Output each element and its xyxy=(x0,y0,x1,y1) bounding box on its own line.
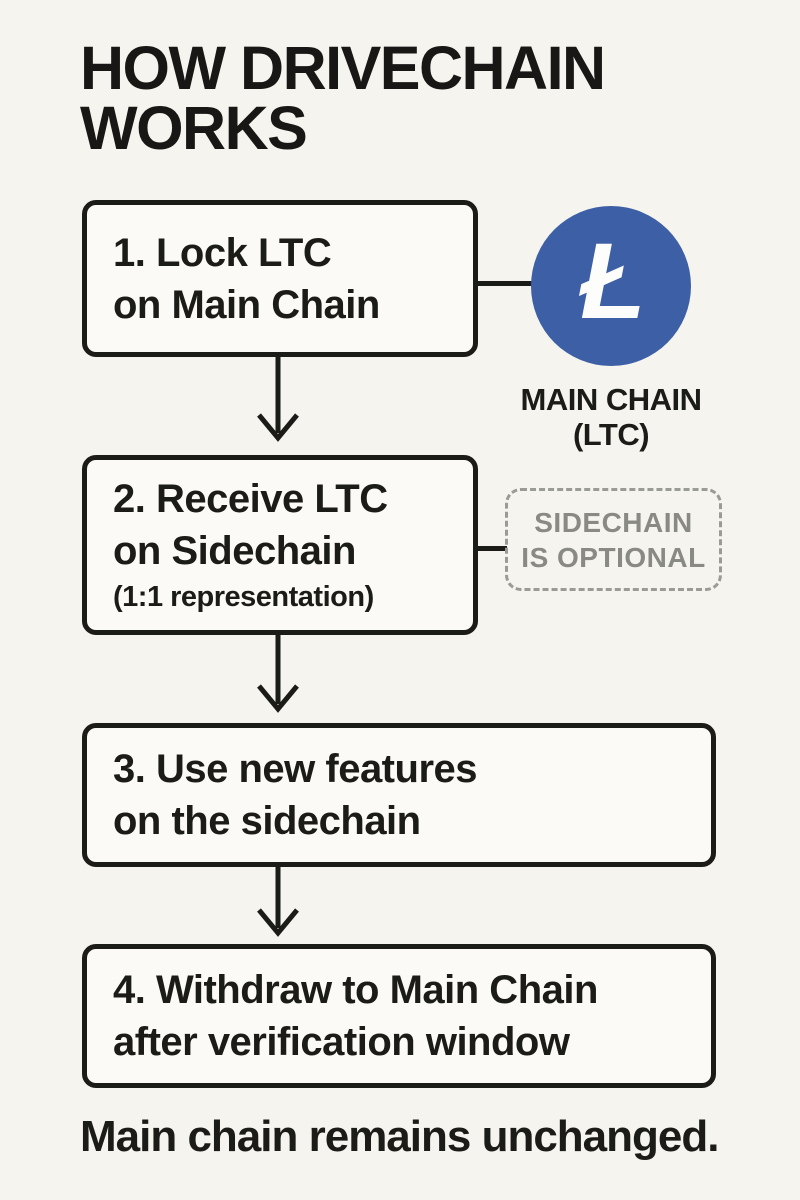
step-4-line2: after verification window xyxy=(113,1020,570,1064)
step-4-line1: 4. Withdraw to Main Chain xyxy=(113,968,598,1012)
step-3-line2: on the sidechain xyxy=(113,799,421,843)
litecoin-glyph: Ł xyxy=(580,219,646,341)
step-2-note: (1:1 representation) xyxy=(113,581,374,613)
connector-step1-mainchain xyxy=(476,281,534,286)
step-2-line2: on Sidechain xyxy=(113,529,356,573)
step-3-line1: 3. Use new features xyxy=(113,747,478,791)
step-2-box: 2. Receive LTC on Sidechain (1:1 represe… xyxy=(82,455,478,635)
page-title: HOW DRIVECHAIN WORKS xyxy=(80,34,606,162)
step-1-line1: 1. Lock LTC xyxy=(113,230,332,275)
step-4-box: 4. Withdraw to Main Chain after verifica… xyxy=(82,944,716,1088)
main-chain-label-line2: (LTC) xyxy=(572,417,650,452)
footer-note: Main chain remains unchanged. xyxy=(80,1112,719,1161)
step-1-line2: on Main Chain xyxy=(113,282,380,327)
sidechain-note-line2: IS OPTIONAL xyxy=(521,541,706,573)
page-title-line2: WORKS xyxy=(80,94,308,162)
litecoin-icon: Ł xyxy=(531,206,691,366)
sidechain-note-line1: SIDECHAIN xyxy=(534,506,693,538)
step-3-box: 3. Use new features on the sidechain xyxy=(82,723,716,867)
main-chain-label-line1: MAIN CHAIN xyxy=(520,382,703,417)
page-title-line1: HOW DRIVECHAIN xyxy=(80,34,606,102)
arrow-down-3-icon xyxy=(257,866,299,937)
main-chain-label: MAIN CHAIN (LTC) xyxy=(491,382,731,452)
arrow-down-1-icon xyxy=(257,357,299,442)
step-2-line1: 2. Receive LTC xyxy=(113,477,388,521)
step-1-box: 1. Lock LTC on Main Chain xyxy=(82,200,478,357)
connector-step2-sidechain-note xyxy=(476,546,507,551)
arrow-down-2-icon xyxy=(257,634,299,713)
sidechain-optional-note: SIDECHAIN IS OPTIONAL xyxy=(505,488,722,591)
